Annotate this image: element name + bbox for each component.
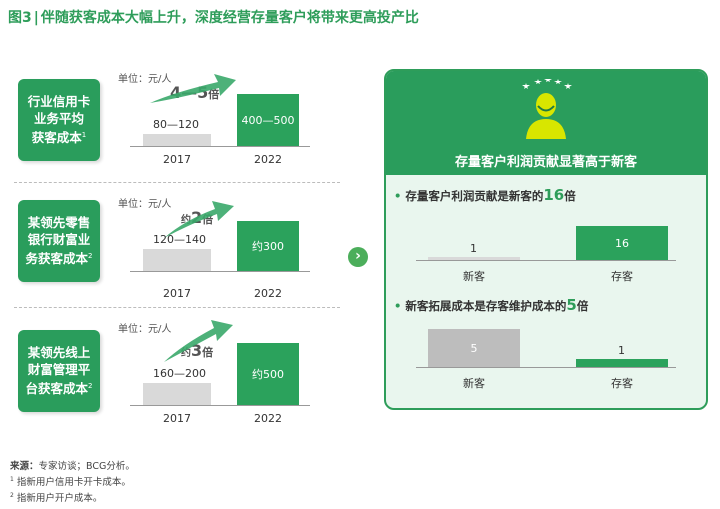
footnote-1-mark: 1 — [10, 475, 14, 483]
chart4-bar-存客: 16 — [576, 226, 668, 260]
chart4-tick-新客: 新客 — [463, 270, 485, 283]
page-title: 图3|伴随获客成本大幅上升，深度经营存量客户将带来更高投产比 — [8, 7, 419, 27]
section1-label-line1: 行业信用卡 — [27, 94, 91, 110]
section1-footnote-mark: 1 — [81, 131, 87, 140]
chart4-label-新客: 1 — [470, 242, 477, 255]
section2-multiplier-suffix: 倍 — [202, 213, 214, 226]
growth-arrow-icon-2 — [164, 201, 234, 238]
chart1-tick-2022: 2022 — [254, 153, 282, 166]
section2-footnote-mark: 2 — [88, 252, 93, 261]
chart5-bar-存客 — [576, 359, 668, 367]
title-separator: | — [33, 10, 39, 26]
section3-multiplier-suffix: 倍 — [202, 346, 214, 359]
figure-number: 图3 — [8, 10, 32, 26]
chart3-baseline — [130, 405, 310, 406]
section2-label-line3: 务获客成本 — [25, 251, 89, 267]
chart1-bar-2017 — [143, 134, 211, 146]
chart1-label-2017: 80—120 — [153, 118, 199, 131]
footnote-2: 2 指新用户开户成本。 — [10, 490, 102, 504]
title-text: 伴随获客成本大幅上升，深度经营存量客户将带来更高投产比 — [40, 10, 419, 26]
section3-label-line1: 某领先线上 — [27, 345, 91, 361]
chart3-bar-2017 — [143, 383, 211, 405]
growth-arrow-icon-1 — [150, 74, 236, 103]
chart1-baseline — [130, 146, 310, 147]
chevron-right-icon: › — [348, 247, 368, 267]
section1-unit: 单位：元/人 — [118, 74, 172, 85]
source-note: 来源：专家访谈；BCG分析。 — [10, 458, 135, 472]
bullet-dot-icon: • — [394, 299, 402, 313]
section1-multiplier-suffix: 倍 — [208, 88, 220, 101]
section3-label-line2: 财富管理平 — [27, 362, 91, 378]
chart3-tick-2022: 2022 — [254, 412, 282, 425]
chart2-tick-2017: 2017 — [163, 287, 191, 300]
source-label: 来源： — [10, 461, 39, 472]
sub-heading-1: • 存量客户利润贡献是新客的16倍 — [394, 186, 576, 204]
chart3-tick-2017: 2017 — [163, 412, 191, 425]
right-panel: 存量客户利润贡献显著高于新客 • 存量客户利润贡献是新客的16倍 • 新客拓展成… — [384, 69, 708, 410]
section3-label-line3: 台获客成本 — [25, 381, 89, 397]
right-panel-title: 存量客户利润贡献显著高于新客 — [454, 155, 637, 170]
section2-label-line2: 银行财富业 — [27, 232, 91, 248]
chart3-label-2017: 160—200 — [153, 367, 206, 380]
chart5-label-存客: 1 — [618, 344, 625, 357]
footnote-1: 1 指新用户信用卡开卡成本。 — [10, 474, 131, 488]
section3-multiplier: 约3倍 — [181, 341, 213, 360]
sub-heading-1-text: 存量客户利润贡献是新客的 — [405, 189, 544, 203]
right-panel-header: 存量客户利润贡献显著高于新客 — [386, 71, 706, 175]
chart1-tick-2017: 2017 — [163, 153, 191, 166]
section-divider-2 — [14, 307, 340, 308]
sub-heading-2-text: 新客拓展成本是存客维护成本的 — [405, 299, 567, 313]
section3-multiplier-value: 3 — [191, 341, 203, 360]
section2-label-line1: 某领先零售 — [27, 215, 91, 231]
chart2-baseline — [130, 271, 310, 272]
section1-label-line2: 业务平均 — [33, 111, 84, 127]
sub-heading-2: • 新客拓展成本是存客维护成本的5倍 — [394, 296, 588, 314]
section3-multiplier-prefix: 约 — [181, 348, 191, 359]
chart1-bar-2022: 400—500 — [237, 94, 299, 146]
chart5-tick-存客: 存客 — [611, 377, 633, 390]
chart2-bar-2022: 约300 — [237, 221, 299, 271]
chart5-bar-新客: 5 — [428, 329, 520, 367]
section2-multiplier-prefix: 约 — [181, 215, 191, 226]
section1-label-line3: 获客成本 — [31, 130, 82, 146]
chart5-baseline — [416, 367, 676, 368]
growth-arrow-icon-3 — [164, 320, 233, 362]
chart4-bar-新客 — [428, 257, 520, 260]
footnote-2-text: 指新用户开户成本。 — [16, 493, 103, 504]
source-text: 专家访谈；BCG分析。 — [38, 461, 135, 472]
footnote-1-text: 指新用户信用卡开卡成本。 — [16, 477, 131, 488]
chart3-bar-2022: 约500 — [237, 343, 299, 405]
chart4-baseline — [416, 260, 676, 261]
sub-heading-2-suffix: 倍 — [576, 299, 589, 313]
customer-avatar-icon — [522, 79, 572, 139]
footnote-2-mark: 2 — [10, 491, 14, 499]
chart2-bar-2017 — [143, 249, 211, 271]
sub-heading-2-value: 5 — [566, 296, 577, 314]
chart5-tick-新客: 新客 — [463, 377, 485, 390]
section2-unit: 单位：元/人 — [118, 199, 172, 210]
bullet-dot-icon: • — [394, 189, 402, 203]
section3-unit: 单位：元/人 — [118, 324, 172, 335]
sub-heading-1-suffix: 倍 — [564, 189, 576, 203]
section-divider-1 — [14, 182, 340, 183]
chart4-tick-存客: 存客 — [611, 270, 633, 283]
section3-label: 某领先线上财富管理平台获客成本2 — [18, 330, 100, 412]
chart2-label-2017: 120—140 — [153, 233, 206, 246]
sub-heading-1-value: 16 — [543, 186, 565, 204]
section3-footnote-mark: 2 — [88, 382, 93, 391]
section2-label: 某领先零售银行财富业务获客成本2 — [18, 200, 100, 282]
chart2-tick-2022: 2022 — [254, 287, 282, 300]
section1-label: 行业信用卡业务平均获客成本1 — [18, 79, 100, 161]
